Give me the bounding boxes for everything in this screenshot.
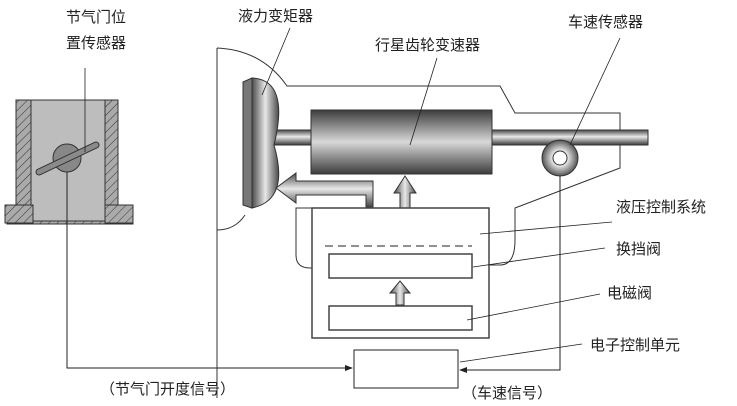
label-speed-sensor: 车速传感器 [568, 13, 643, 31]
label-solenoid-valve: 电磁阀 [607, 284, 652, 302]
speed-signal-wire [459, 176, 561, 373]
throttle-body [4, 99, 134, 225]
leader-lines [84, 27, 621, 363]
throttle-signal-wire [66, 172, 353, 371]
label-throttle-signal: （节气门开度信号） [100, 380, 235, 398]
torque-converter [242, 77, 280, 209]
label-torque-converter: 液力变矩器 [238, 7, 313, 25]
speed-sensor [541, 139, 579, 177]
hydraulic-flow-arrows [275, 172, 417, 209]
label-hydraulic-control: 液压控制系统 [616, 198, 706, 216]
solenoid-to-shift-arrow [388, 280, 412, 306]
solenoid-valve-box [328, 305, 473, 331]
ecu-box [353, 349, 459, 389]
shift-valve-box [328, 253, 473, 279]
label-speed-signal: （车速信号） [462, 384, 552, 402]
label-throttle-sensor-2: 置传感器 [66, 34, 126, 52]
planetary-gearbox [310, 109, 493, 175]
label-ecu: 电子控制单元 [590, 336, 680, 354]
label-planetary-gearbox: 行星齿轮变速器 [375, 36, 480, 54]
label-shift-valve: 换挡阀 [616, 240, 661, 258]
label-throttle-sensor-1: 节气门位 [66, 8, 126, 26]
